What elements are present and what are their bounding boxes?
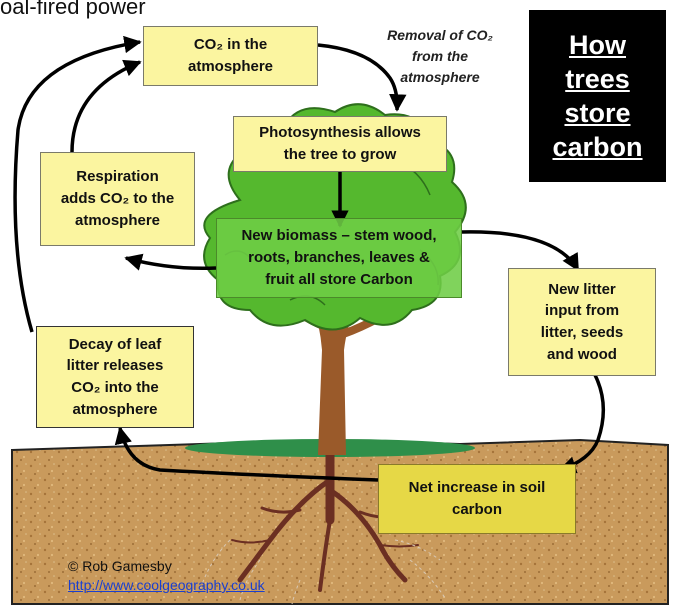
box-line: atmosphere [74, 211, 161, 229]
title-line: store [564, 98, 631, 128]
arrow-decay-to-atmosphere [13, 35, 142, 333]
credit-block: © Rob Gamesby http://www.coolgeography.c… [68, 557, 265, 595]
author-credit: © Rob Gamesby [68, 558, 172, 574]
new-biomass-box: New biomass – stem wood, roots, branches… [216, 218, 462, 298]
cut-off-heading: oal-fired power [0, 0, 146, 19]
box-line: atmosphere [187, 58, 274, 75]
title-line: How [569, 30, 626, 60]
box-line: and wood [546, 345, 617, 363]
soil-carbon-box: Net increase in soil carbon [378, 464, 576, 534]
arrow-to-photosynthesis [317, 43, 407, 112]
box-line: Respiration [76, 168, 159, 186]
box-line: CO₂ into the [71, 379, 159, 396]
removal-note: Removal of CO₂ from the atmosphere [365, 25, 515, 88]
box-line: Photosynthesis allows [259, 124, 421, 142]
box-line: Decay of leaf [68, 335, 162, 353]
removal-note-line: Removal of CO₂ [387, 27, 493, 43]
photosynthesis-box: Photosynthesis allows the tree to grow [233, 116, 447, 172]
decay-box: Decay of leaf litter releases CO₂ into t… [36, 326, 194, 428]
cycle-arrows [13, 35, 606, 482]
box-line: litter, seeds [540, 324, 624, 341]
title-line: trees [565, 64, 630, 94]
box-line: Net increase in soil [408, 479, 546, 497]
box-line: fruit all store Carbon [265, 270, 413, 288]
box-line: roots, branches, leaves & [248, 249, 430, 267]
title-panel: How trees store carbon [529, 10, 666, 182]
box-line: litter releases [66, 357, 164, 375]
box-line: New biomass – stem wood, [241, 227, 437, 245]
source-link[interactable]: http://www.coolgeography.co.uk [68, 577, 265, 593]
box-line: atmosphere [72, 400, 158, 418]
box-line: carbon [451, 501, 502, 518]
removal-note-line: atmosphere [400, 69, 480, 85]
arrow-soil-to-decay [114, 426, 379, 482]
fine-roots [199, 539, 446, 605]
box-line: CO₂ in the [193, 36, 268, 54]
arrow-biomass-to-litter [461, 230, 580, 272]
arrow-biomass-to-respiration [124, 253, 217, 271]
arrow-respiration-to-atmosphere [70, 59, 142, 153]
new-litter-box: New litter input from litter, seeds and … [508, 268, 656, 376]
box-line: New litter [548, 280, 616, 298]
title-line: carbon [552, 132, 643, 162]
box-line: adds CO₂ to the [60, 190, 175, 208]
respiration-box: Respiration adds CO₂ to the atmosphere [40, 152, 195, 246]
box-line: the tree to grow [283, 146, 397, 163]
co2-atmosphere-box: CO₂ in the atmosphere [143, 26, 318, 86]
arrow-litter-to-soil [558, 374, 606, 474]
box-line: input from [544, 302, 620, 320]
removal-note-line: from the [412, 48, 468, 64]
